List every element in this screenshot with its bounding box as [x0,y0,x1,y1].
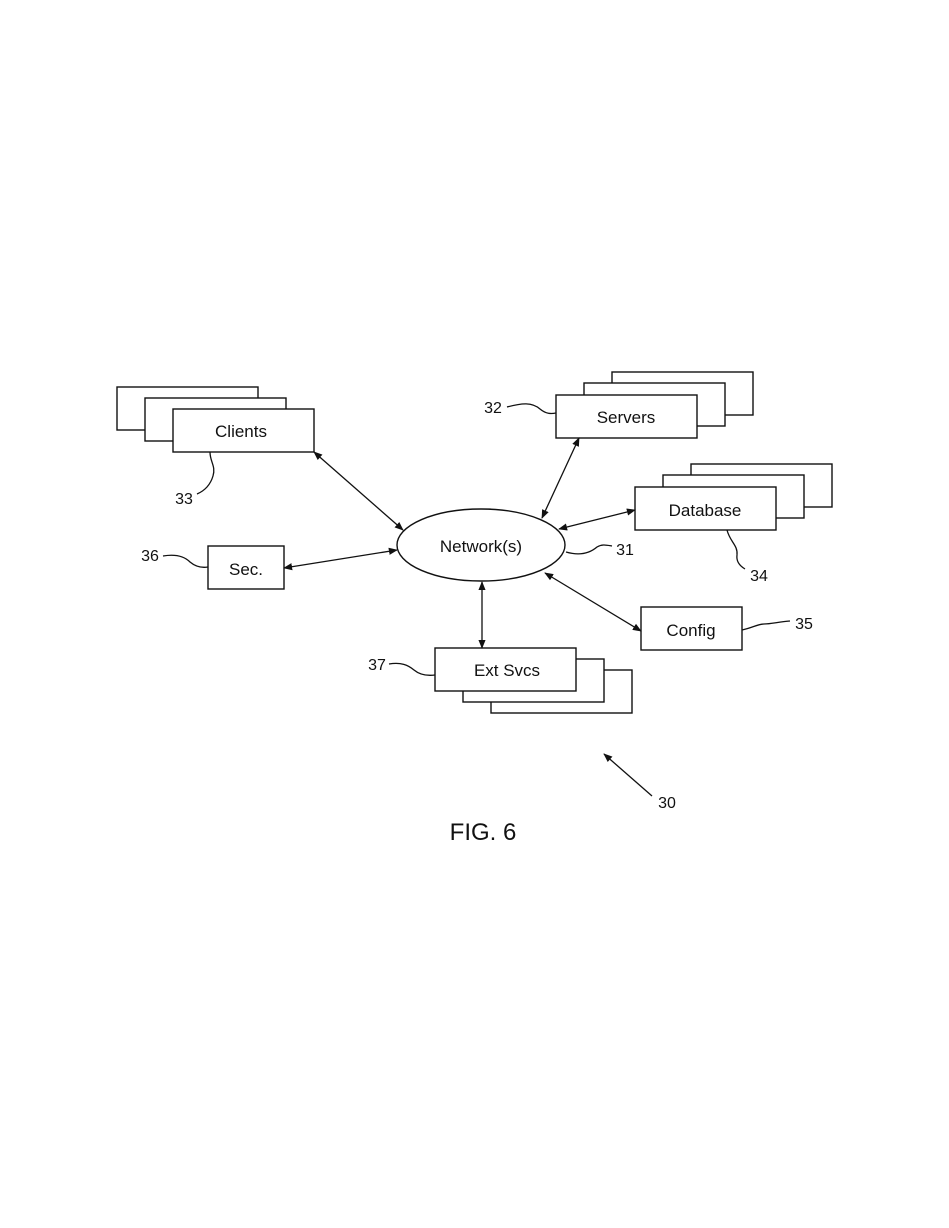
ext-svcs-ref-number: 37 [368,657,386,674]
ext-svcs-node: Ext Svcs [435,648,632,713]
clients-label: Clients [215,422,267,441]
database-ref-leader [727,530,745,569]
network-label: Network(s) [440,537,522,556]
database-ref-number: 34 [750,568,768,585]
config-ref-number: 35 [795,616,813,633]
connector-clients-network [314,452,403,530]
clients-ref-number: 33 [175,491,193,508]
servers-ref: 32 [484,400,556,417]
network-ref-number: 31 [616,542,634,559]
system-ref: 30 [604,754,676,812]
ext-svcs-label: Ext Svcs [474,661,540,680]
connector-config-network [545,573,641,631]
network-ref: 31 [566,542,634,559]
ext-svcs-ref-leader [389,663,435,675]
config-node: Config [641,607,742,650]
security-label: Sec. [229,560,263,579]
security-ref-number: 36 [141,548,159,565]
config-ref: 35 [742,616,813,633]
database-ref: 34 [727,530,768,585]
network-node: Network(s) [397,509,565,581]
connector-database-network [559,510,635,529]
servers-label: Servers [597,408,656,427]
database-node: Database [635,464,832,530]
connector-security-network [284,550,397,568]
figure-caption: FIG. 6 [450,819,517,846]
network-ref-leader [566,545,612,554]
clients-ref-leader [197,452,214,494]
system-ref-number: 30 [658,795,676,812]
connector-servers-network [542,438,579,518]
clients-ref: 33 [175,452,214,508]
servers-ref-number: 32 [484,400,502,417]
config-label: Config [666,621,715,640]
servers-node: Servers [556,372,753,438]
config-ref-leader [742,621,790,630]
system-ref-arrow [604,754,652,796]
security-node: Sec. [208,546,284,589]
servers-ref-leader [507,404,556,414]
ext-svcs-ref: 37 [368,657,435,675]
database-label: Database [669,501,742,520]
security-ref-leader [163,555,208,567]
security-ref: 36 [141,548,208,567]
clients-node: Clients [117,387,314,452]
